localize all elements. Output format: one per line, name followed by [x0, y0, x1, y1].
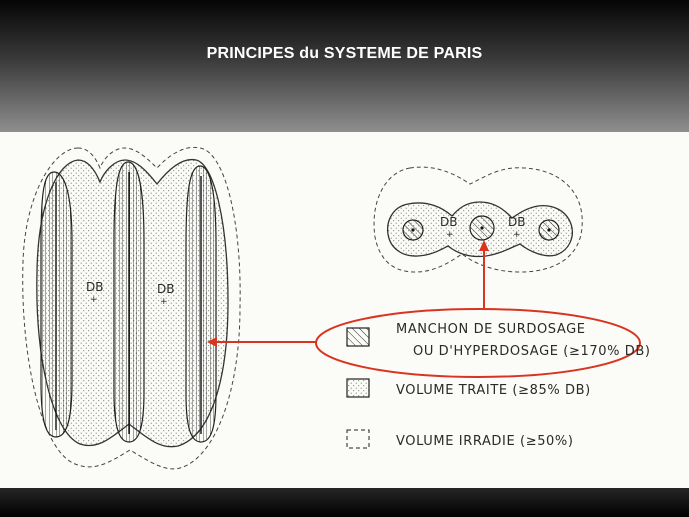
right-db-label-1: DB: [440, 215, 457, 229]
slide-header: PRINCIPES du SYSTEME DE PARIS: [0, 0, 689, 132]
left-db-point-1: +: [90, 295, 98, 305]
callout: [207, 240, 641, 378]
left-db-point-2: +: [160, 297, 168, 307]
right-db-point-1: +: [446, 230, 454, 240]
right-irradiated-volume: [373, 166, 583, 273]
diagram-figure: DB + DB + DB + DB +: [0, 132, 689, 488]
left-overdose-sleeves: [40, 161, 217, 443]
left-db-label-1: DB: [86, 280, 103, 294]
paris-system-diagram: DB + DB + DB + DB +: [22, 146, 651, 470]
arrowhead-up: [479, 240, 489, 251]
legend-overdose-line1: MANCHON DE SURDOSAGE: [396, 322, 586, 337]
legend-treated: VOLUME TRAITE (≥85% DB): [396, 383, 591, 398]
slide-title: PRINCIPES du SYSTEME DE PARIS: [206, 45, 483, 62]
legend-overdose-line2: OU D'HYPERDOSAGE (≥170% DB): [413, 344, 651, 359]
left-irradiated-volume: [22, 146, 241, 470]
legend-swatch-treated: [346, 378, 370, 398]
legend-swatch-irradiated: [346, 429, 370, 449]
slide-footer: [0, 488, 689, 517]
legend-irradiated: VOLUME IRRADIE (≥50%): [396, 434, 574, 449]
right-overdose-sleeves: [402, 215, 560, 241]
right-db-point-2: +: [513, 230, 521, 240]
arrowhead-left: [207, 337, 217, 347]
right-db-label-2: DB: [508, 215, 525, 229]
legend: MANCHON DE SURDOSAGE OU D'HYPERDOSAGE (≥…: [346, 322, 651, 449]
left-db-label-2: DB: [157, 282, 174, 296]
legend-swatch-overdose: [346, 327, 370, 347]
